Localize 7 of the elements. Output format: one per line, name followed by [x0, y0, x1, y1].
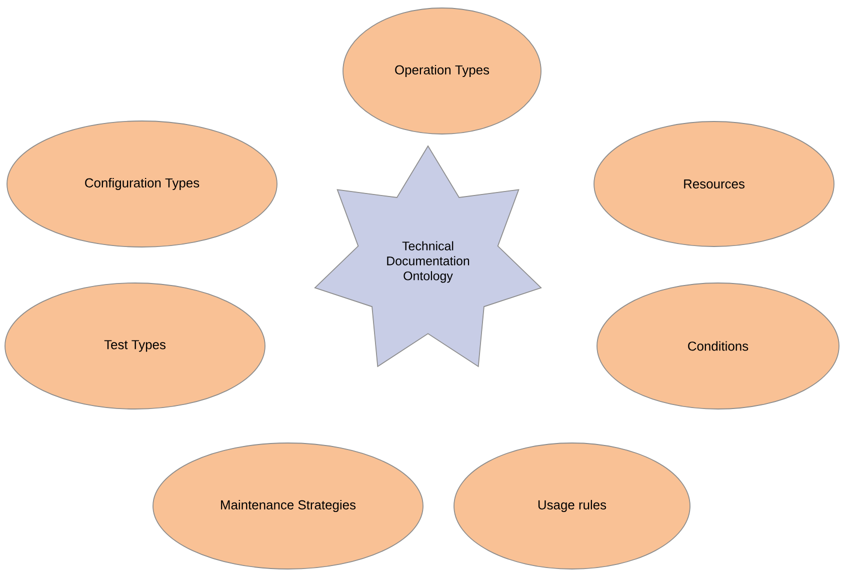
ellipse-node: Resources — [594, 121, 834, 247]
ellipse-node: Configuration Types — [6, 120, 278, 248]
ellipse-node: Usage rules — [454, 442, 690, 570]
ellipse-node: Maintenance Strategies — [152, 442, 424, 570]
ellipse-node: Operation Types — [342, 8, 542, 134]
ellipse-node: Conditions — [596, 282, 840, 410]
ellipse-node: Test Types — [4, 282, 266, 410]
